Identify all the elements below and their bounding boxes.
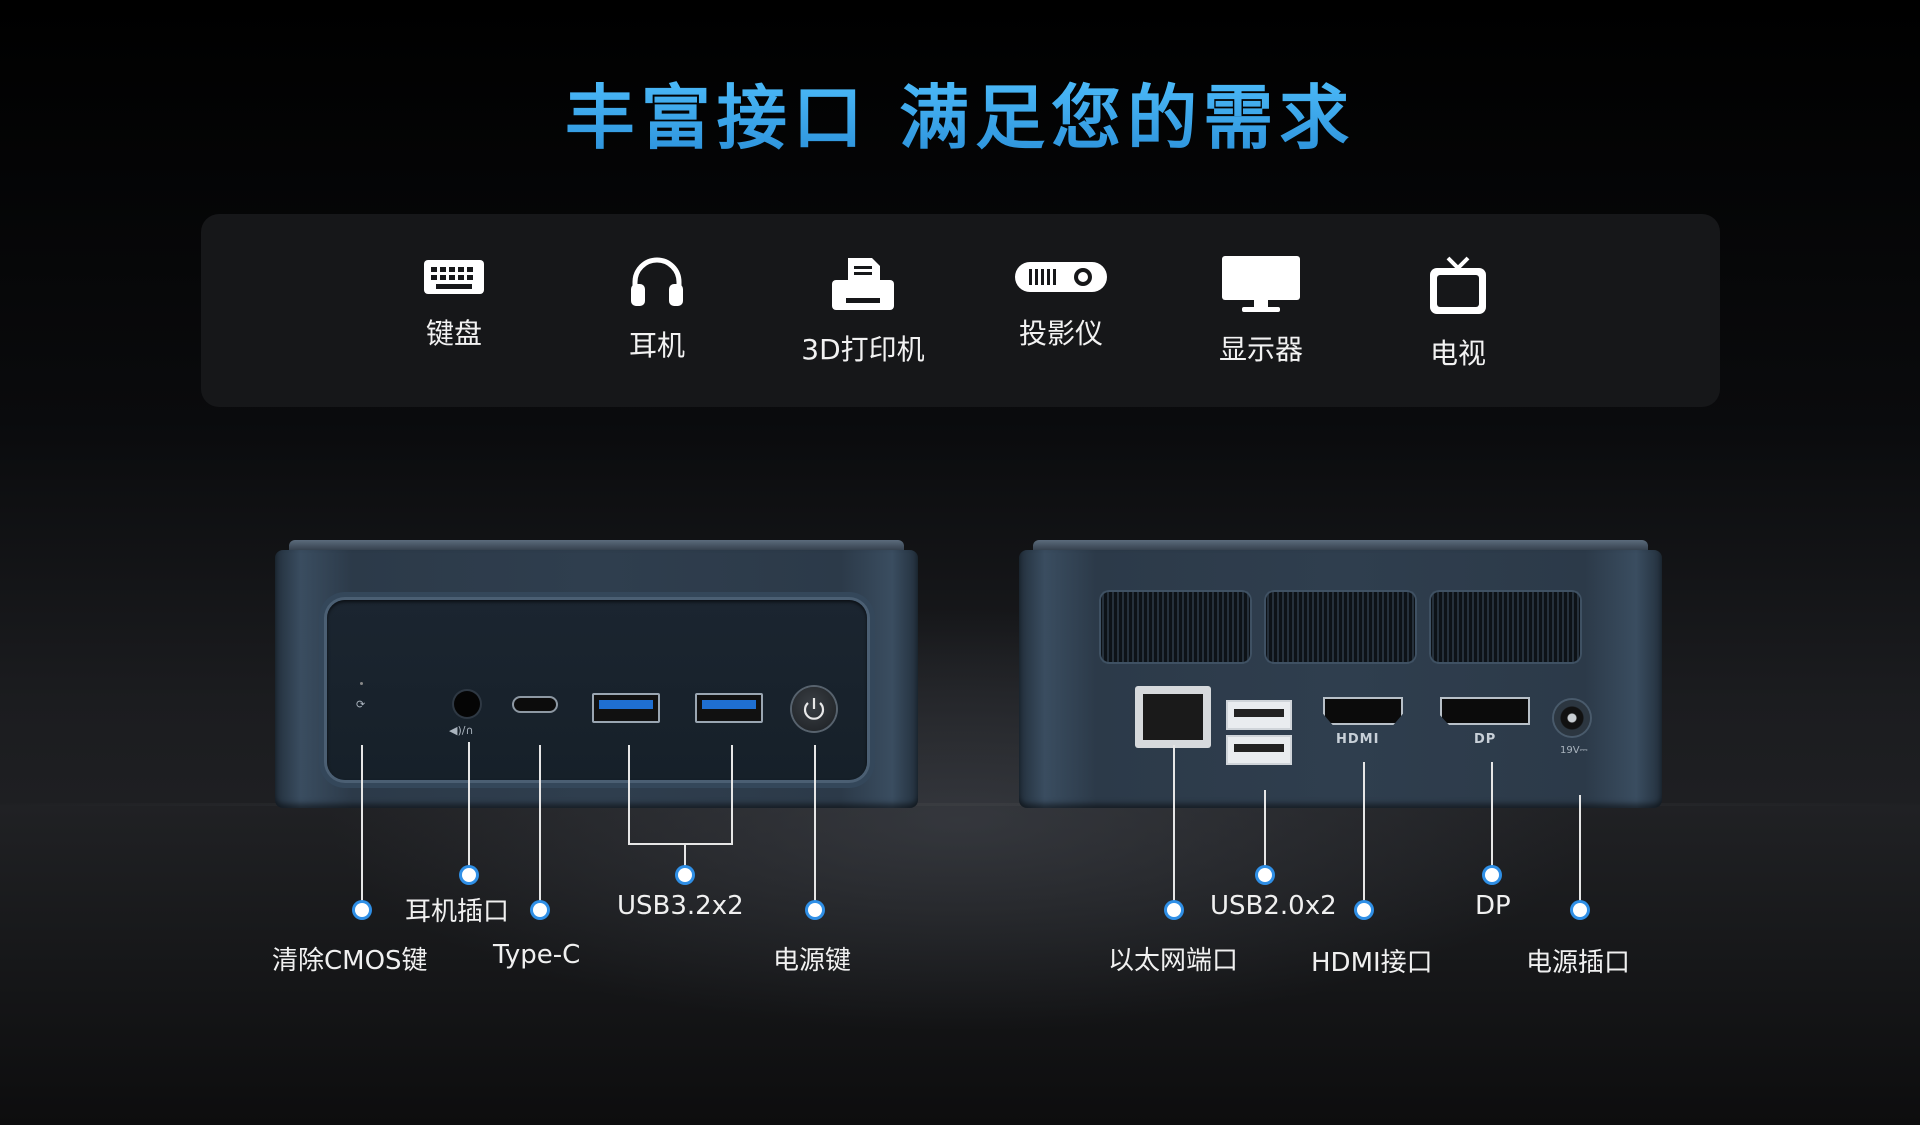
cmos-symbol-icon: ⟳: [356, 698, 366, 711]
label-dp: DP: [1475, 891, 1511, 921]
label-typec: Type-C: [493, 940, 581, 970]
usb3-port-2: [695, 693, 763, 723]
device-keyboard: 键盘: [354, 254, 554, 352]
marker-power: [808, 903, 822, 917]
marker-hdmi: [1357, 903, 1371, 917]
audio-symbol-icon: ◀)/∩: [449, 724, 474, 737]
headphones-icon: [631, 257, 683, 306]
device-headphones: 耳机: [557, 254, 757, 364]
leader-headphone: [468, 742, 470, 868]
leader-ethernet: [1173, 745, 1175, 903]
chassis-top-edge: [289, 540, 904, 552]
label-usb2: USB2.0x2: [1210, 891, 1337, 921]
leader-usb3-stem: [684, 843, 686, 869]
label-headphone: 耳机插口: [405, 897, 510, 927]
device-label: 耳机: [628, 329, 685, 362]
label-power: 电源键: [773, 946, 852, 976]
leader-usb2: [1264, 790, 1266, 868]
device-tv: 电视: [1358, 254, 1558, 372]
headline: 丰富接口 满足您的需求: [0, 62, 1920, 163]
marker-cmos: [355, 903, 369, 917]
label-hdmi: HDMI接口: [1311, 948, 1433, 978]
leader-power: [814, 745, 816, 903]
floor-reflection: [0, 803, 1920, 806]
leader-usb3-join: [628, 843, 733, 845]
monitor-icon: [1222, 256, 1300, 312]
chassis-body: HDMI DP 19V⎓: [1019, 550, 1662, 808]
mini-pc-front: ⟳ ◀)/∩: [275, 540, 918, 808]
label-cmos: 清除CMOS键: [272, 946, 428, 976]
leader-usb3-b: [731, 745, 733, 845]
marker-ethernet: [1167, 903, 1181, 917]
keyboard-icon: [424, 260, 484, 294]
hdmi-port: [1323, 697, 1403, 725]
printer-icon: [832, 258, 894, 310]
projector-icon: [1015, 262, 1107, 292]
label-ethernet: 以太网端口: [1108, 946, 1239, 976]
vent-grille-2: [1264, 590, 1417, 664]
front-panel: ⟳ ◀)/∩: [327, 600, 867, 780]
device-projector: 投影仪: [961, 254, 1161, 352]
leader-dp: [1491, 762, 1493, 868]
device-label: 显示器: [1218, 333, 1303, 366]
usb2-port-2: [1226, 735, 1292, 765]
marker-typec: [533, 903, 547, 917]
tv-icon: [1430, 256, 1486, 314]
marker-power-port: [1573, 903, 1587, 917]
compatible-devices-panel: 键盘 耳机 3D打印机 投影仪 显示器: [201, 214, 1720, 407]
label-power-port: 电源插口: [1526, 948, 1631, 978]
device-monitor: 显示器: [1161, 254, 1361, 368]
chassis-body: ⟳ ◀)/∩: [275, 550, 918, 808]
dp-port: [1440, 697, 1530, 725]
dc-power-port: [1554, 700, 1590, 736]
device-label: 3D打印机: [801, 333, 925, 366]
usb2-port-1: [1226, 700, 1292, 730]
usb3-port-1: [592, 693, 660, 723]
label-usb3: USB3.2x2: [617, 891, 744, 921]
headphone-jack: [454, 691, 480, 717]
device-label: 投影仪: [1018, 317, 1103, 350]
chassis-top-edge: [1033, 540, 1648, 552]
marker-usb3: [678, 868, 692, 882]
device-label: 键盘: [425, 317, 482, 350]
dc-rating: 19V⎓: [1560, 745, 1588, 756]
marker-dp: [1485, 868, 1499, 882]
mini-pc-rear: HDMI DP 19V⎓: [1019, 540, 1662, 808]
ethernet-port: [1135, 686, 1211, 748]
hdmi-logo: HDMI: [1336, 732, 1380, 747]
vent-grille-1: [1099, 590, 1252, 664]
device-label: 电视: [1429, 337, 1486, 370]
power-icon: [803, 698, 825, 720]
device-printer: 3D打印机: [763, 254, 963, 368]
leader-usb3-a: [628, 745, 630, 845]
leader-typec: [539, 745, 541, 903]
vent-grille-3: [1429, 590, 1582, 664]
leader-hdmi: [1363, 762, 1365, 903]
power-button: [792, 687, 836, 731]
marker-headphone: [462, 868, 476, 882]
typec-port: [512, 696, 558, 713]
cmos-pinhole: [360, 682, 363, 685]
leader-cmos: [361, 745, 363, 903]
leader-power-port: [1579, 795, 1581, 903]
marker-usb2: [1258, 868, 1272, 882]
dp-logo: DP: [1474, 732, 1497, 747]
